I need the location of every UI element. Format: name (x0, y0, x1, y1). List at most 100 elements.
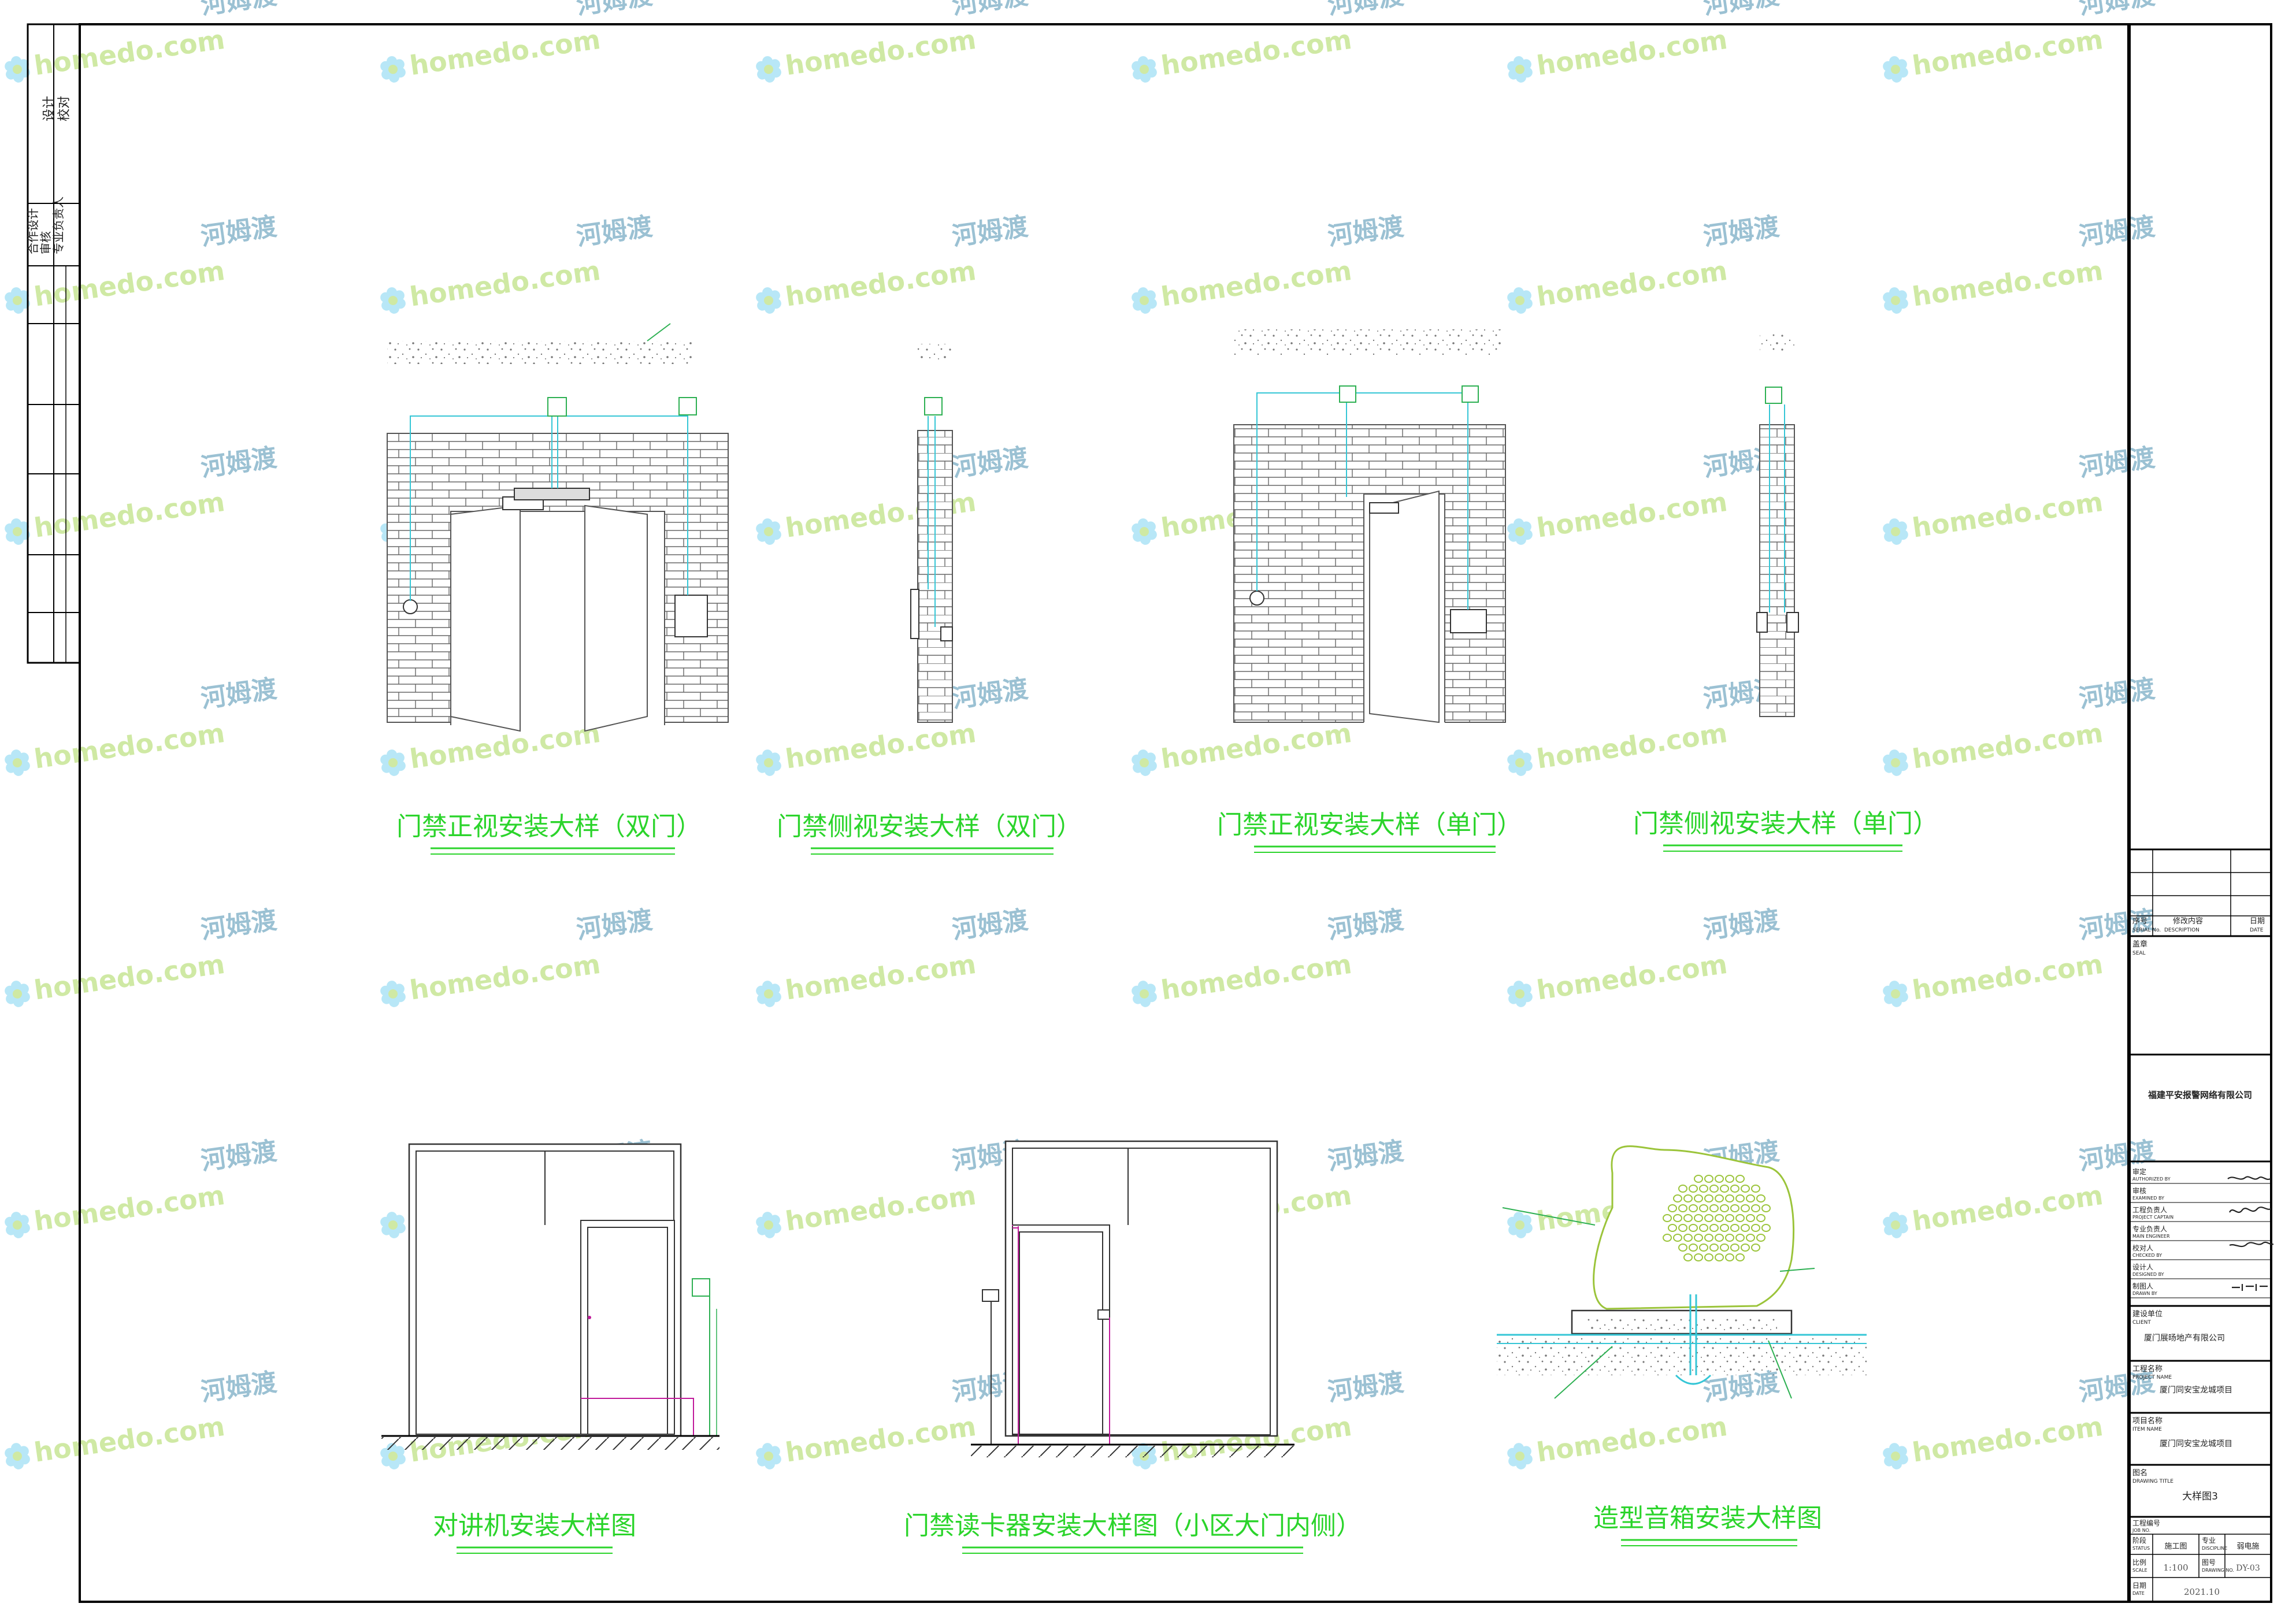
title-d5: 对讲机安装大样图 (433, 1511, 636, 1541)
grille-hole (1720, 1204, 1729, 1212)
client-value: 厦门展旸地产有限公司 (2144, 1334, 2225, 1343)
cable-runs (1256, 392, 1468, 610)
grille-hole (1756, 1214, 1765, 1222)
watermark-cn: 河姆渡 (1326, 1368, 1405, 1408)
cable-runs (928, 416, 936, 627)
grille-hole (1715, 1175, 1724, 1183)
watermark-brand: homedo.com (1159, 255, 1354, 313)
homedo-flower-icon (1130, 979, 1158, 1009)
watermark-cn: 河姆渡 (2077, 212, 2157, 252)
watermark-brand: homedo.com (32, 717, 227, 775)
watermark-brand: homedo.com (1535, 486, 1730, 544)
drawing-title-label: 图名 (2132, 1468, 2147, 1478)
grille-hole (1668, 1204, 1677, 1212)
watermark-brand: homedo.com (784, 948, 978, 1006)
detail-access-front-single (1233, 329, 1506, 725)
grille-hole (1720, 1224, 1729, 1232)
date-label: 日期 (2132, 1582, 2146, 1590)
door-leaf-left (450, 504, 521, 732)
grille-hole (1751, 1185, 1760, 1193)
rev-no-en: SERIAL No. (2132, 927, 2161, 933)
grille-hole (1735, 1234, 1745, 1242)
project-en: PROJECT NAME (2132, 1375, 2172, 1380)
detail-card-reader-gate (971, 1140, 1294, 1457)
rev-desc-label: 修改内容 (2173, 916, 2203, 926)
grille-hole (1678, 1244, 1687, 1252)
grille-hole (1699, 1244, 1708, 1252)
homedo-flower-icon (755, 1441, 782, 1471)
title-d1: 门禁正视安装大样（双门） (396, 812, 702, 841)
date-en: DATE (2132, 1591, 2145, 1596)
watermark-cn: 河姆渡 (950, 212, 1030, 252)
rev-desc-en: DESCRIPTION (2164, 927, 2199, 933)
watermark-brand: homedo.com (1911, 1179, 2105, 1237)
grille-hole (1709, 1244, 1719, 1252)
strip-label-design: 设计 (42, 96, 57, 121)
watermark-brand: homedo.com (1911, 486, 2105, 544)
grille-hole (1730, 1185, 1739, 1193)
homedo-flower-icon (3, 1441, 31, 1471)
title-block-frame (2128, 23, 2272, 1603)
grille-hole (1725, 1175, 1734, 1183)
signature-scribbles (2227, 1176, 2274, 1291)
role-label: 专业负责人 (2132, 1224, 2167, 1233)
card-reader-side (1786, 612, 1799, 633)
grille-hole (1673, 1214, 1682, 1222)
watermark-brand: homedo.com (32, 1179, 227, 1237)
homedo-flower-icon (755, 1210, 782, 1240)
grille-hole (1746, 1194, 1755, 1202)
grille-hole (1689, 1204, 1698, 1212)
role-label-en: AUTHORIZED BY (2132, 1176, 2171, 1182)
scale-value: 1:100 (2163, 1562, 2188, 1573)
grille-hole (1735, 1194, 1745, 1202)
watermark-brand: homedo.com (1911, 1411, 2105, 1468)
role-label-en: DESIGNED BY (2132, 1272, 2164, 1277)
grille-hole (1715, 1234, 1724, 1242)
watermark-brand: homedo.com (32, 255, 227, 313)
project-value: 厦门同安宝龙城项目 (2160, 1386, 2232, 1395)
watermark-brand: homedo.com (1911, 948, 2105, 1006)
role-label-en: DRAWN BY (2132, 1291, 2157, 1296)
grille-hole (1715, 1253, 1724, 1261)
watermark-brand: homedo.com (1911, 24, 2105, 81)
grille-hole (1730, 1224, 1739, 1232)
drawing-title-en: DRAWING TITLE (2132, 1479, 2173, 1484)
role-label-en: EXAMINED BY (2132, 1196, 2164, 1201)
detail-access-side-double (910, 344, 953, 723)
watermark-cn: 河姆渡 (199, 1368, 279, 1408)
watermark-cn: 河姆渡 (2077, 443, 2157, 483)
grille-hole (1689, 1224, 1698, 1232)
grille-hole (1694, 1253, 1703, 1261)
grille-hole (1730, 1244, 1739, 1252)
grille-hole (1704, 1175, 1713, 1183)
homedo-flower-icon (1130, 748, 1158, 778)
junction-box (1765, 387, 1782, 404)
watermark-brand: homedo.com (1159, 24, 1354, 81)
title-d6: 门禁读卡器安装大样图（小区大门内侧） (904, 1511, 1362, 1541)
watermark-brand: homedo.com (32, 1411, 227, 1468)
seal-label: 盖章 (2132, 940, 2147, 949)
grille-hole (1663, 1234, 1672, 1242)
watermark-cn: 河姆渡 (199, 212, 279, 252)
grille-hole (1746, 1234, 1755, 1242)
grille-hole (1751, 1204, 1760, 1212)
soil-layer (1497, 1335, 1867, 1375)
role-label: 校对人 (2132, 1244, 2153, 1252)
grille-hole (1735, 1253, 1745, 1261)
grille-hole (1741, 1244, 1750, 1252)
title-d3: 门禁正视安装大样（单门） (1217, 810, 1522, 840)
title-d4: 门禁侧视安装大样（单门） (1633, 809, 1938, 838)
status-value: 施工图 (2164, 1542, 2187, 1551)
junction-box (1462, 385, 1479, 403)
homedo-flower-icon (1130, 285, 1158, 316)
homedo-flower-icon (1506, 54, 1534, 84)
rock-shell (1593, 1145, 1795, 1310)
